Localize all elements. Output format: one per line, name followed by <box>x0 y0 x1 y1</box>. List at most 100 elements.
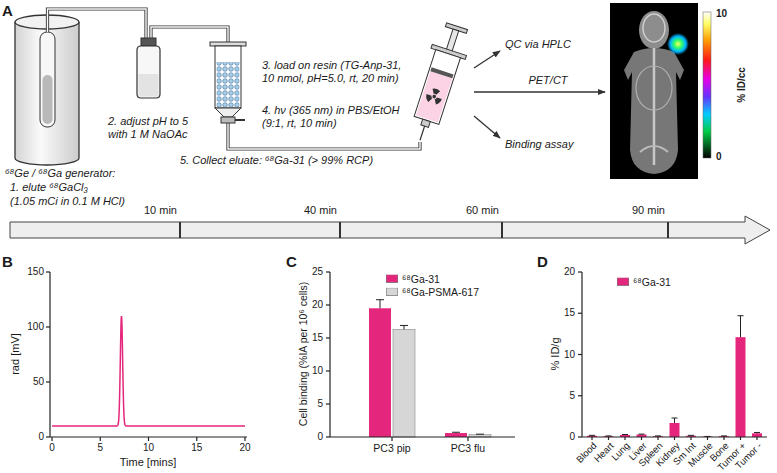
graphic-part <box>420 126 425 140</box>
graphic-part <box>640 146 668 152</box>
tick-mark <box>326 337 330 338</box>
tick-label: 5 <box>97 442 103 454</box>
error-bar <box>589 435 595 436</box>
graphic-part <box>151 27 228 42</box>
step-label: 1. elute ⁶⁸GaCl₃ <box>10 181 88 194</box>
error-bar <box>452 432 460 434</box>
graphic-part <box>474 51 500 68</box>
error-bar <box>622 434 628 435</box>
tick-mark <box>591 437 592 440</box>
legend-label: ⁶⁸Ga-31 <box>633 276 671 289</box>
time-point-label: 10 min <box>144 204 177 217</box>
graphic-part <box>48 9 147 38</box>
colorbar-title: % ID/cc <box>736 67 748 103</box>
legend-item: ⁶⁸Ga-PSMA-617 <box>386 286 479 299</box>
panel-letter: D <box>537 253 548 271</box>
tick-label: 150 <box>27 266 44 278</box>
colorbar-tick: 10 <box>716 8 727 20</box>
graphic-part <box>501 222 503 238</box>
graphic-part <box>48 9 147 38</box>
tick-mark <box>707 437 708 440</box>
tick-mark <box>326 370 330 371</box>
tick-label: 15 <box>312 332 323 344</box>
graphic-part <box>416 71 452 122</box>
tick-mark <box>608 437 609 440</box>
graphic-part <box>40 32 55 127</box>
x-axis <box>330 436 515 437</box>
tick-mark <box>690 437 691 440</box>
bar <box>393 329 415 437</box>
graphic-part <box>215 46 241 108</box>
tick-mark <box>624 437 625 440</box>
graphic-part <box>610 3 698 179</box>
legend-label: ⁶⁸Ga-PSMA-617 <box>402 286 479 299</box>
graphic-part <box>139 74 159 97</box>
radiation-blade <box>424 94 432 103</box>
error-bar <box>672 418 678 423</box>
graphic-part <box>624 48 684 174</box>
chromatogram-trace <box>52 316 245 426</box>
bar <box>369 308 391 437</box>
graphic-part <box>639 11 669 49</box>
tick-label: 25 <box>312 266 323 278</box>
tick-mark <box>657 437 658 440</box>
syringe-illustration <box>403 21 474 146</box>
graphic-part <box>430 67 453 78</box>
graphic-part <box>43 75 53 124</box>
panel-letter: C <box>286 253 297 271</box>
tick-mark <box>46 271 50 272</box>
colorbar-tick: 0 <box>716 151 722 163</box>
tick-mark <box>578 436 582 437</box>
tubing <box>48 9 421 149</box>
radiation-center <box>432 94 437 99</box>
error-bar <box>754 432 760 434</box>
tick-label: 10 <box>143 442 154 454</box>
legend-item: ⁶⁸Ga-31 <box>386 273 440 286</box>
axis-title: Cell binding (%IA per 10⁶ cells) <box>297 282 310 426</box>
generator-label: ⁶⁸Ge / ⁶⁸Ga generator: <box>5 167 115 180</box>
tick-label: 0 <box>38 431 44 443</box>
output-label: PET/CT <box>528 74 567 87</box>
graphic-part <box>414 50 460 125</box>
tick-mark <box>674 437 675 440</box>
error-bar <box>400 325 408 329</box>
legend-swatch <box>386 288 398 296</box>
tick-mark <box>196 437 197 441</box>
step-label: 4. hν (365 nm) in PBS/EtOH (9:1, rt, 10 … <box>262 104 409 130</box>
step-label: 2. adjust pH to 5 with 1 M NaOAc <box>108 115 198 141</box>
graphic-part <box>339 222 341 238</box>
graphic-part <box>474 116 500 138</box>
tick-mark <box>326 304 330 305</box>
error-bar <box>738 316 744 337</box>
error-bar <box>376 300 384 309</box>
radiation-symbol <box>424 86 444 105</box>
tick-mark <box>740 437 741 440</box>
graphic-part <box>15 22 79 165</box>
step-label: 3. load on resin (TG-Anp-31, 10 nmol, pH… <box>262 59 409 85</box>
tick-mark <box>46 326 50 327</box>
generator-illustration <box>15 15 79 165</box>
axis-title: Time [mins] <box>120 456 176 469</box>
tick-mark <box>51 437 52 441</box>
panel-letter: B <box>2 253 13 271</box>
output-label: Binding assay <box>505 138 574 151</box>
axis-title: % ID/g <box>549 337 562 370</box>
y-axis <box>49 272 50 437</box>
graphic-part <box>210 42 246 46</box>
time-point-label: 90 min <box>632 204 665 217</box>
time-point-label: 40 min <box>304 204 337 217</box>
tick-label: 0 <box>49 442 55 454</box>
radiation-blade <box>431 88 440 96</box>
bar <box>736 337 746 437</box>
tick-mark <box>578 395 582 396</box>
graphic-part <box>421 119 430 127</box>
graphic-part <box>643 14 665 42</box>
tick-mark <box>756 437 757 440</box>
graphic-part <box>151 27 228 42</box>
graphic-part <box>141 38 156 46</box>
tick-label: 20 <box>239 442 250 454</box>
tick-label: 15 <box>564 307 575 319</box>
tick-mark <box>46 436 50 437</box>
